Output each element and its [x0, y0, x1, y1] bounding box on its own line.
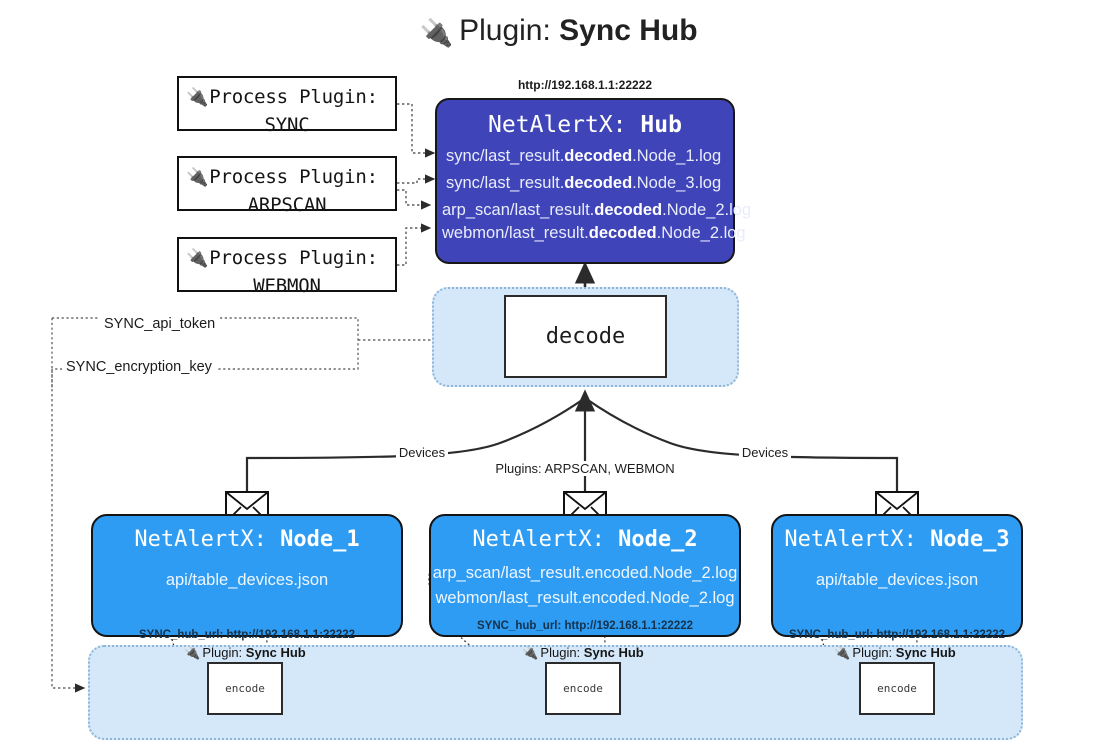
process-plugin-sync-name: SYNC: [264, 113, 310, 136]
node-box-node-3[interactable]: NetAlertX: Node_3 api/table_devices.json…: [771, 514, 1023, 641]
sync-encryption-key-label: SYNC_encryption_key: [62, 359, 216, 375]
hub-log-line: sync/last_result.decoded.Node_3.log: [446, 174, 722, 192]
node-2-title: NetAlertX: Node_2: [472, 527, 698, 552]
node-3-encode-label: encode: [877, 682, 917, 695]
node-box-node-1[interactable]: NetAlertX: Node_1 api/table_devices.json…: [91, 514, 403, 641]
node-2-plugin-label: 🔌Plugin: Sync Hub: [522, 645, 644, 660]
node-3-title: NetAlertX: Node_3: [784, 527, 1010, 552]
node-1-encode-box[interactable]: encode: [207, 662, 283, 715]
plug-icon: 🔌: [184, 645, 201, 660]
node-2-encode-box[interactable]: encode: [545, 662, 621, 715]
node-2-line: webmon/last_result.encoded.Node_2.log: [435, 589, 735, 607]
page-title-prefix: Plugin:: [459, 14, 551, 47]
node-3-line: api/table_devices.json: [815, 571, 979, 589]
plug-icon: 🔌: [186, 87, 209, 107]
plug-icon: 🔌: [186, 248, 209, 268]
node-1-line: api/table_devices.json: [165, 571, 329, 589]
edge-label-left-devices: Devices: [396, 445, 448, 460]
plug-icon: 🔌: [522, 645, 539, 660]
node-3-plugin-label: 🔌Plugin: Sync Hub: [834, 645, 956, 660]
node-3-hub-url: SYNC_hub_url: http://192.168.1.1:22222: [788, 629, 1006, 641]
decode-label: decode: [545, 324, 626, 349]
edge-label-center-plugins: Plugins: ARPSCAN, WEBMON: [492, 461, 678, 476]
edge-label-right-devices: Devices: [739, 445, 791, 460]
node-2-line: arp_scan/last_result.encoded.Node_2.log: [432, 564, 738, 582]
hub-title: NetAlertX: Hub: [488, 112, 682, 138]
process-plugin-arpscan-name: ARPSCAN: [247, 193, 327, 216]
node-1-plugin-label: 🔌Plugin: Sync Hub: [184, 645, 306, 660]
process-plugin-box-arpscan[interactable]: 🔌Process Plugin: ARPSCAN: [177, 156, 397, 216]
plug-icon: 🔌: [834, 645, 851, 660]
plug-icon: 🔌: [419, 18, 454, 48]
page-title-name: Sync Hub: [559, 14, 698, 47]
process-plugin-arpscan-label: 🔌Process Plugin:: [186, 166, 378, 188]
process-plugin-box-sync[interactable]: 🔌Process Plugin: SYNC: [177, 76, 397, 136]
hub-log-line: webmon/last_result.decoded.Node_2.log: [442, 224, 746, 242]
page-title: 🔌Plugin: Sync Hub: [0, 14, 1117, 49]
node-1-encode-label: encode: [225, 682, 265, 695]
hub-log-line: arp_scan/last_result.decoded.Node_2.log: [442, 201, 752, 219]
hub-log-line: sync/last_result.decoded.Node_1.log: [446, 147, 722, 165]
process-plugin-webmon-name: WEBMON: [253, 274, 321, 297]
process-plugin-box-webmon[interactable]: 🔌Process Plugin: WEBMON: [177, 237, 397, 297]
node-2-hub-url: SYNC_hub_url: http://192.168.1.1:22222: [476, 620, 694, 632]
process-plugin-webmon-label: 🔌Process Plugin:: [186, 247, 378, 269]
hub-box[interactable]: NetAlertX: Hub sync/last_result.decoded.…: [435, 98, 752, 264]
process-plugin-sync-label: 🔌Process Plugin:: [186, 86, 378, 108]
node-1-hub-url: SYNC_hub_url: http://192.168.1.1:22222: [138, 629, 356, 641]
decode-box[interactable]: decode: [504, 295, 667, 378]
node-2-encode-label: encode: [563, 682, 603, 695]
node-3-encode-box[interactable]: encode: [859, 662, 935, 715]
plug-icon: 🔌: [186, 167, 209, 187]
sync-api-token-label: SYNC_api_token: [100, 316, 220, 332]
hub-url-label: http://192.168.1.1:22222: [517, 78, 653, 92]
node-box-node-2[interactable]: NetAlertX: Node_2 arp_scan/last_result.e…: [429, 514, 741, 637]
node-1-title: NetAlertX: Node_1: [134, 527, 360, 552]
